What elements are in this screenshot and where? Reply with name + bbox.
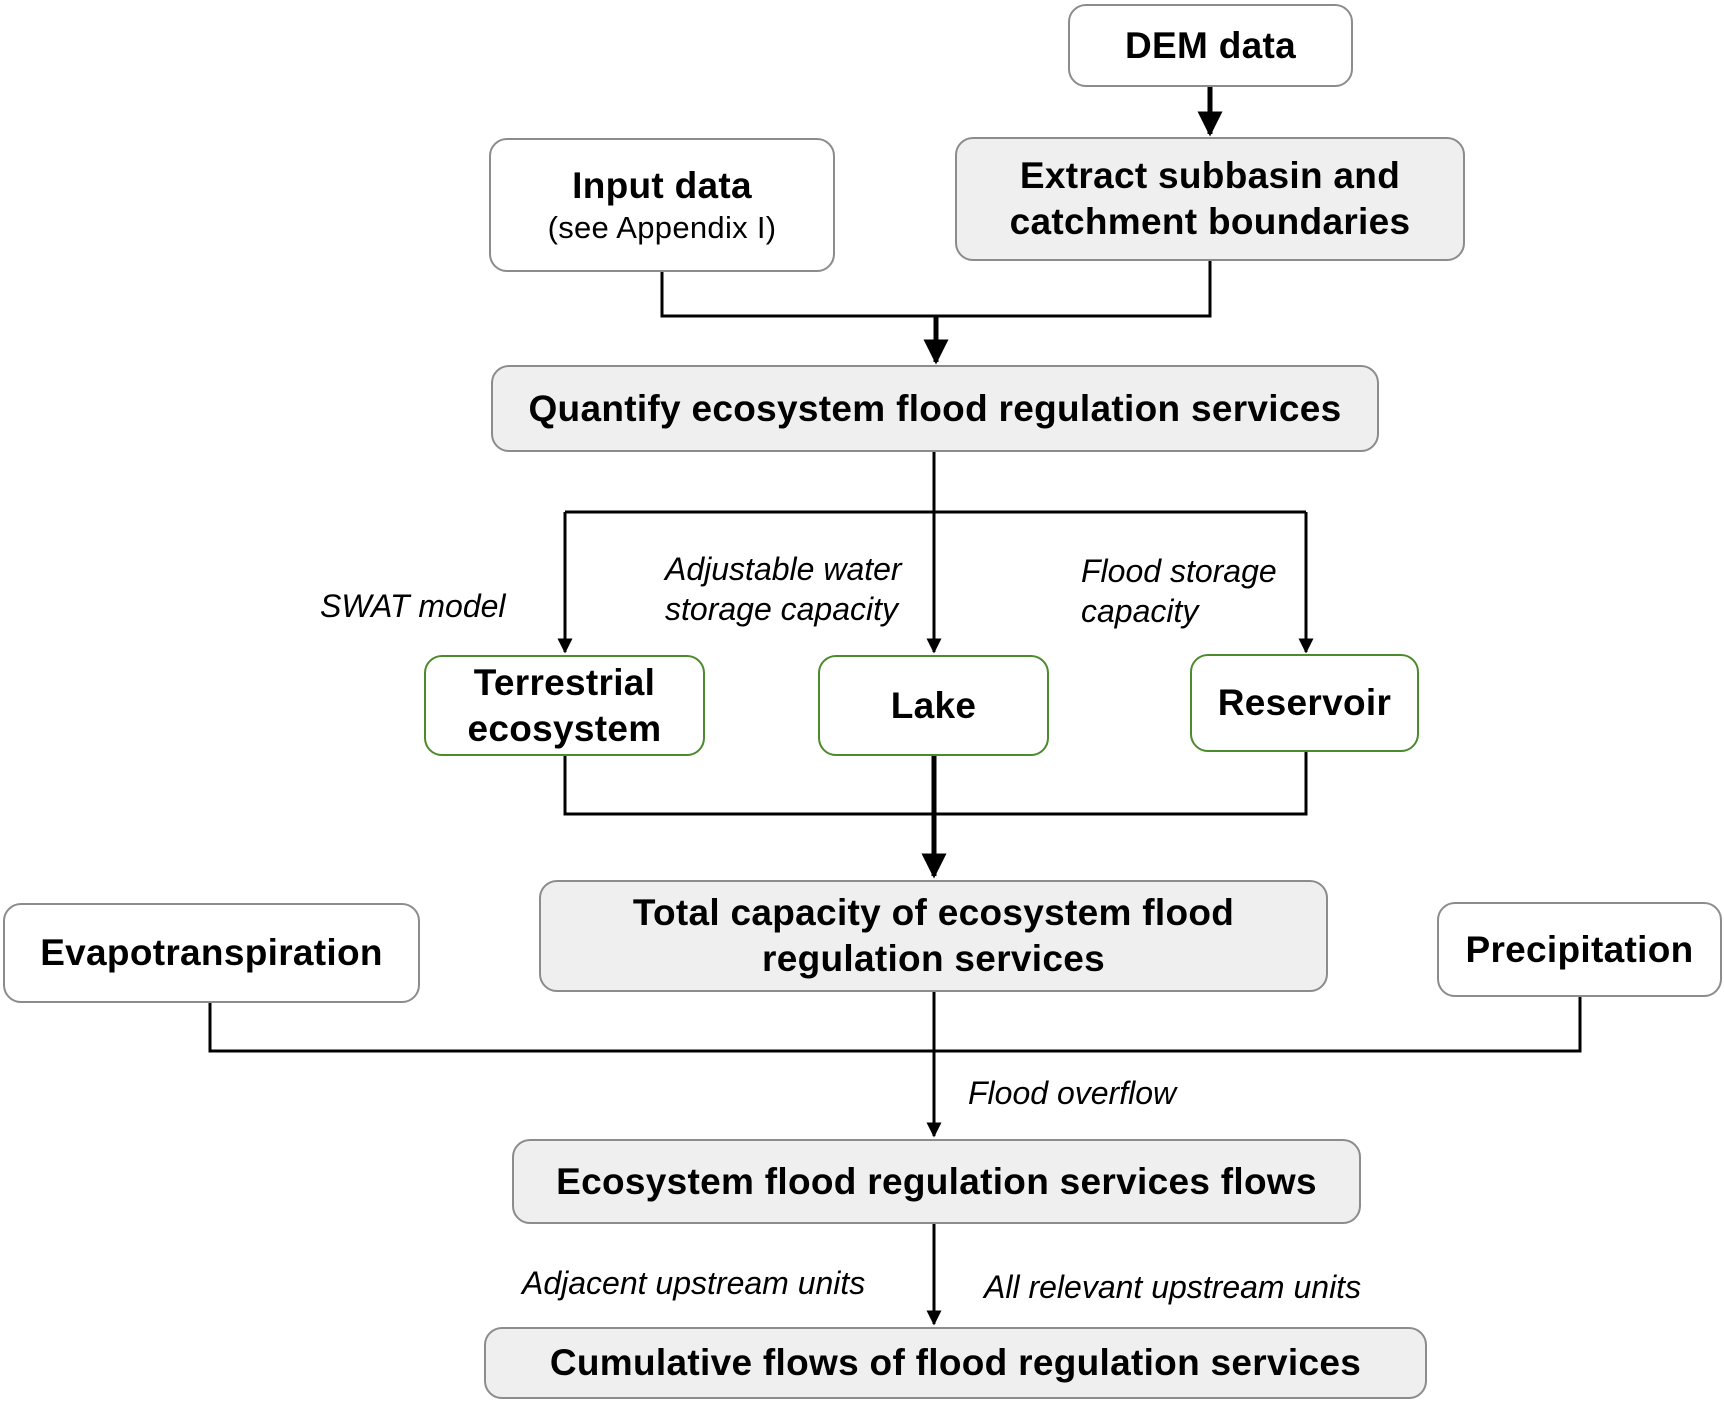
quantify-services-box: Quantify ecosystem flood regulation serv… bbox=[491, 365, 1379, 452]
all-relevant-upstream-label: All relevant upstream units bbox=[984, 1269, 1362, 1305]
input-data-label: Input data bbox=[572, 165, 752, 206]
flood-storage-label-line1: Flood storage bbox=[1081, 553, 1277, 589]
reservoir-box: Reservoir bbox=[1190, 654, 1419, 752]
terrestrial-line2: ecosystem bbox=[467, 707, 662, 749]
extract-boundaries-line2: catchment boundaries bbox=[1009, 201, 1411, 242]
extract-boundaries-box: Extract subbasin and catchment boundarie… bbox=[955, 137, 1465, 261]
adjustable-storage-label-line2: storage capacity bbox=[665, 591, 899, 627]
total-capacity-line2: regulation services bbox=[762, 938, 1105, 979]
quantify-services-label: Quantify ecosystem flood regulation serv… bbox=[528, 387, 1342, 429]
adjacent-upstream-label: Adjacent upstream units bbox=[522, 1265, 866, 1301]
input-data-sublabel: (see Appendix I) bbox=[547, 210, 777, 245]
terrestrial-line1: Terrestrial bbox=[473, 661, 656, 703]
flood-overflow-label: Flood overflow bbox=[968, 1075, 1177, 1111]
dem-data-label: DEM data bbox=[1125, 24, 1296, 66]
dem-data-box: DEM data bbox=[1068, 4, 1353, 87]
adjustable-storage-label-line1: Adjustable water bbox=[665, 551, 902, 587]
precipitation-box: Precipitation bbox=[1437, 902, 1722, 997]
total-capacity-line1: Total capacity of ecosystem flood bbox=[632, 892, 1235, 933]
extract-boundaries-line1: Extract subbasin and bbox=[1019, 155, 1401, 196]
lake-label: Lake bbox=[890, 684, 977, 726]
swat-model-label: SWAT model bbox=[320, 588, 506, 624]
cumulative-flows-box: Cumulative flows of flood regulation ser… bbox=[484, 1327, 1427, 1399]
services-flows-box: Ecosystem flood regulation services flow… bbox=[512, 1139, 1361, 1224]
lake-box: Lake bbox=[818, 655, 1049, 756]
flood-storage-label-line2: capacity bbox=[1081, 593, 1199, 629]
cumulative-flows-label: Cumulative flows of flood regulation ser… bbox=[549, 1342, 1362, 1383]
terrestrial-ecosystem-box: Terrestrial ecosystem bbox=[424, 655, 705, 756]
evapotranspiration-label: Evapotranspiration bbox=[40, 932, 383, 973]
services-flows-label: Ecosystem flood regulation services flow… bbox=[556, 1160, 1317, 1202]
reservoir-label: Reservoir bbox=[1217, 682, 1392, 723]
line-evapo-precip-merge bbox=[208, 997, 1582, 1053]
input-data-box: Input data (see Appendix I) bbox=[489, 138, 835, 272]
total-capacity-box: Total capacity of ecosystem flood regula… bbox=[539, 880, 1328, 992]
evapotranspiration-box: Evapotranspiration bbox=[3, 903, 420, 1003]
precipitation-label: Precipitation bbox=[1465, 928, 1694, 970]
